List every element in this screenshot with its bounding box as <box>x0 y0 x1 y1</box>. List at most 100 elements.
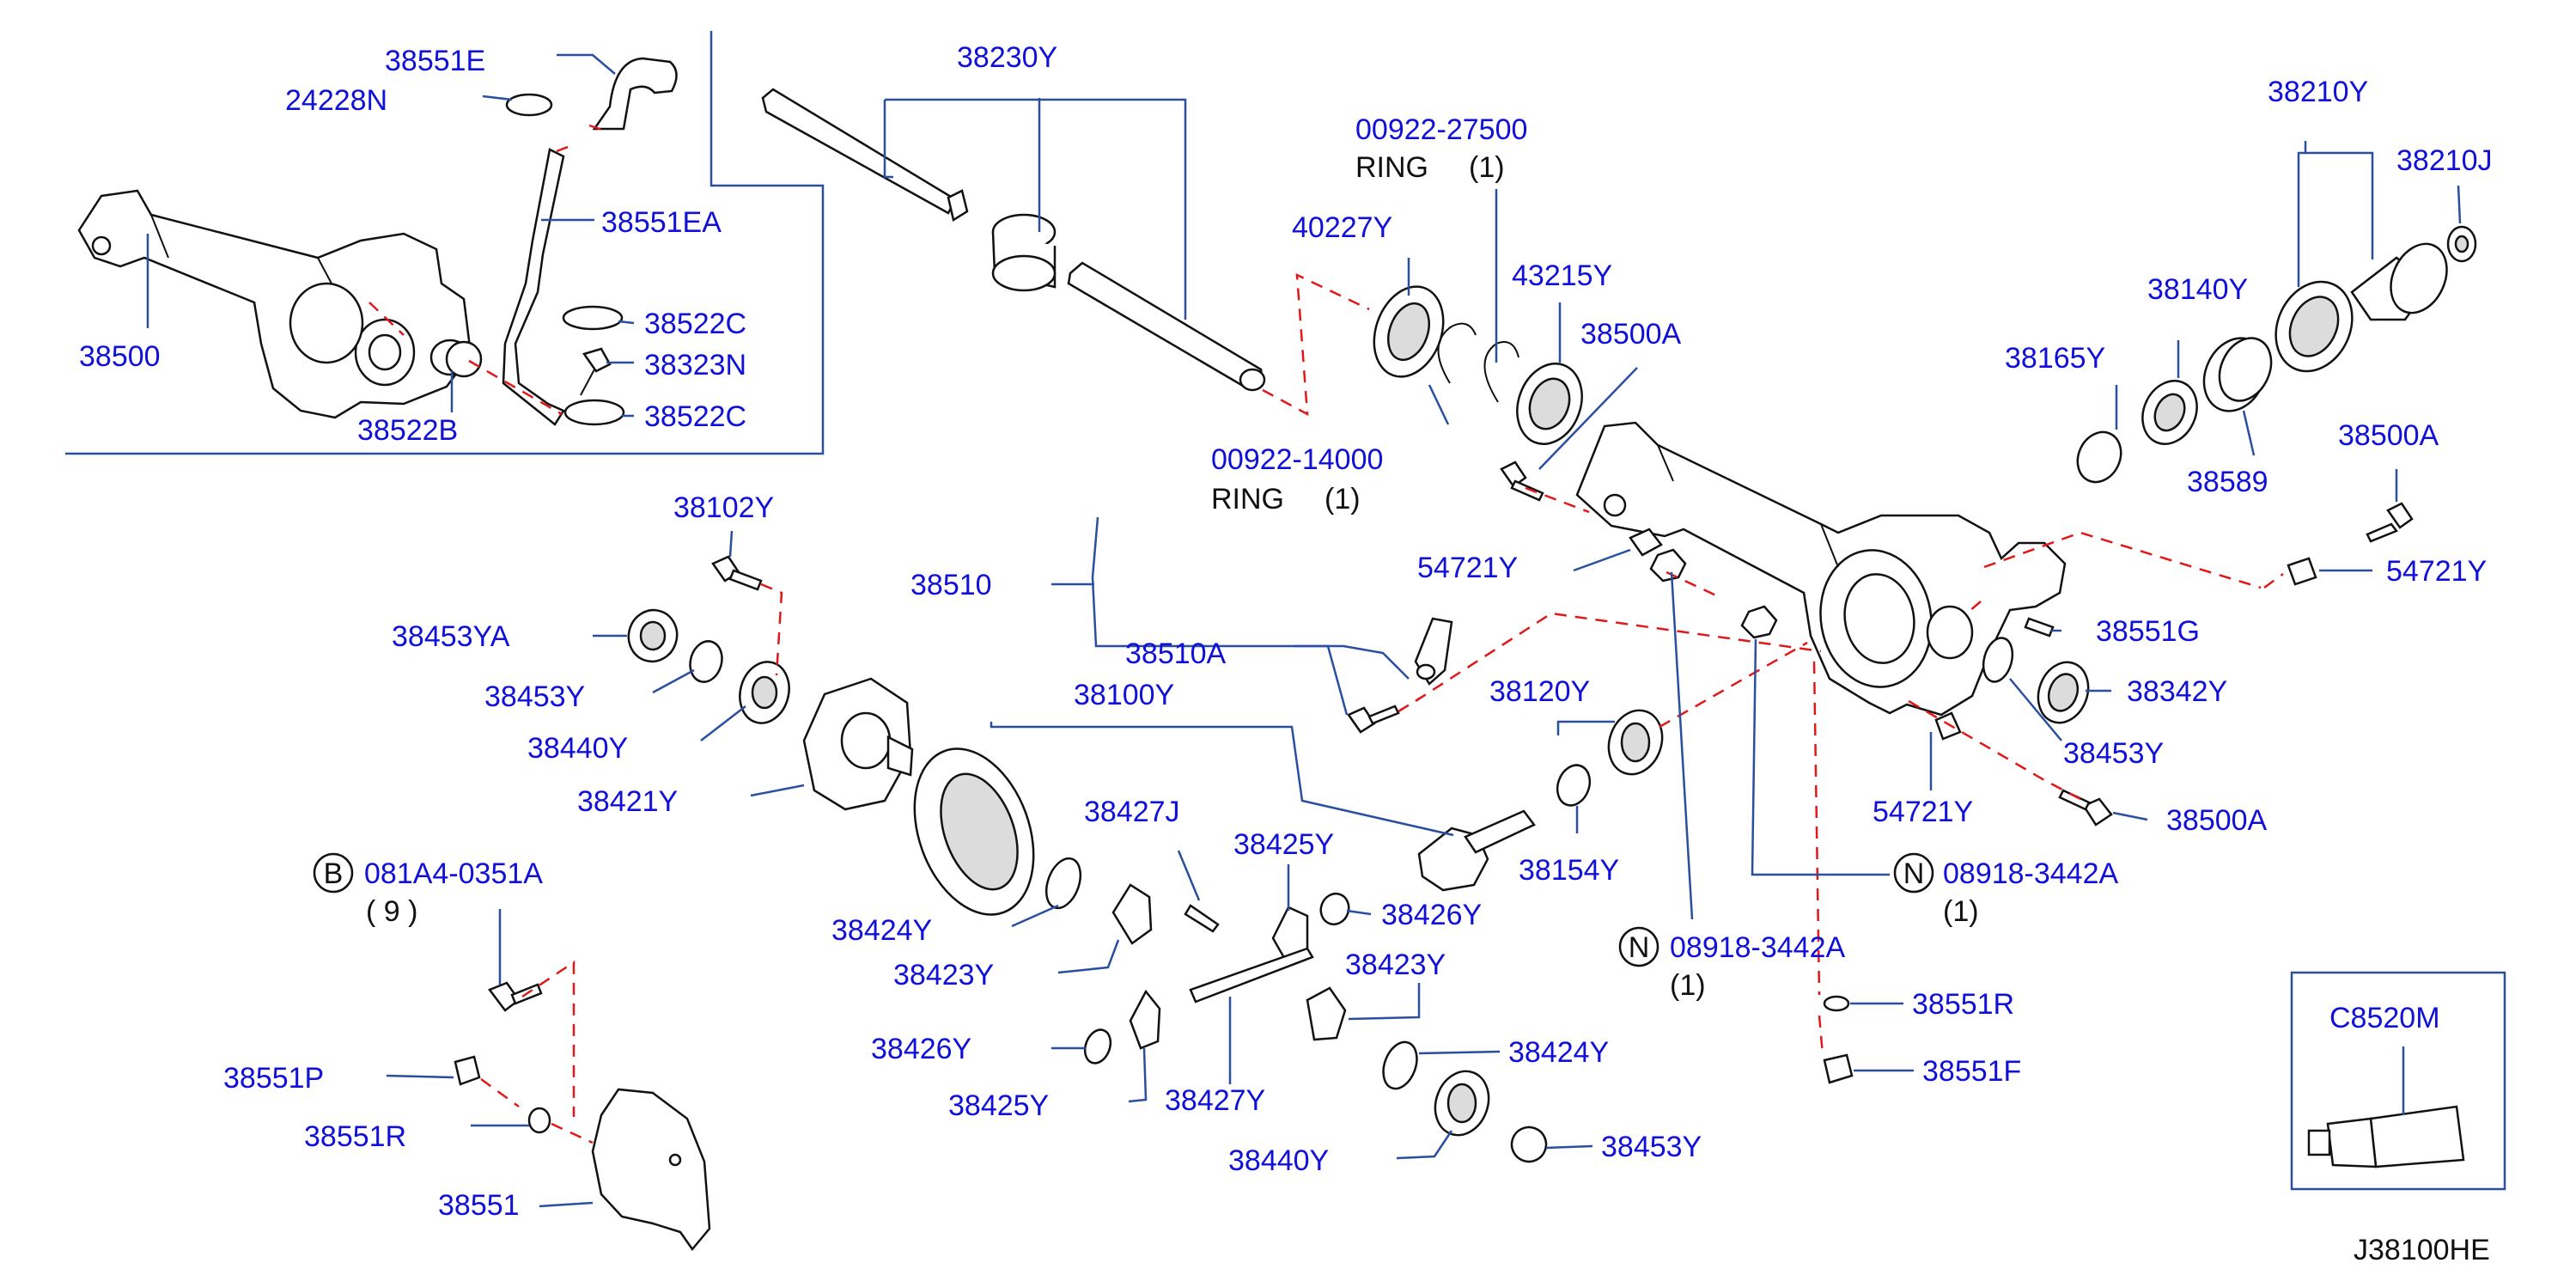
label-081A4-0351A[interactable]: 081A4-0351A <box>364 857 543 890</box>
frame-inset-c8520m <box>2290 971 2506 1191</box>
bolt-38510-drawing <box>1347 705 1400 734</box>
symbol-n-circle-1: N <box>1893 852 1934 894</box>
label-38323N[interactable]: 38323N <box>644 349 746 381</box>
cover-38551-drawing <box>591 1088 711 1252</box>
label-38423Y-right[interactable]: 38423Y <box>1345 949 1446 981</box>
label-38453Y-left[interactable]: 38453Y <box>484 680 585 713</box>
nut-38210j-drawing <box>2446 225 2477 263</box>
label-38453YA[interactable]: 38453YA <box>392 620 510 653</box>
label-40227Y[interactable]: 40227Y <box>1292 211 1392 244</box>
label-38424Y-left[interactable]: 38424Y <box>831 914 932 947</box>
side-gear-38425y-bottom-drawing <box>1129 989 1161 1050</box>
symbol-b-circle: B <box>313 852 354 894</box>
flange-38210y-drawing <box>2275 242 2448 373</box>
label-ring-2-qty: (1) <box>1325 483 1361 515</box>
label-38551R-left[interactable]: 38551R <box>304 1120 406 1153</box>
bolt-081a4-drawing <box>488 981 543 1012</box>
label-38551P[interactable]: 38551P <box>223 1062 324 1095</box>
drive-pinion-drawing <box>1417 809 1536 892</box>
label-38589[interactable]: 38589 <box>2187 466 2268 498</box>
shaft-38427y-drawing <box>1189 947 1314 1004</box>
label-38510[interactable]: 38510 <box>910 569 992 601</box>
label-38453Y-right[interactable]: 38453Y <box>2063 737 2164 770</box>
gasket-38551r-right-drawing <box>1823 995 1850 1012</box>
label-08918-3442A-2-qty: (1) <box>1670 969 1706 1002</box>
label-38426Y-bottom[interactable]: 38426Y <box>871 1033 971 1065</box>
label-38551EA[interactable]: 38551EA <box>601 206 722 239</box>
label-38522C-1[interactable]: 38522C <box>644 308 746 340</box>
label-38425Y-bottom[interactable]: 38425Y <box>948 1089 1049 1122</box>
label-38424Y-right[interactable]: 38424Y <box>1508 1036 1609 1069</box>
washer-38424y-right-drawing <box>1382 1040 1418 1090</box>
label-38427Y[interactable]: 38427Y <box>1165 1084 1265 1117</box>
label-38551F[interactable]: 38551F <box>1922 1055 2021 1088</box>
label-00922-27500[interactable]: 00922-27500 <box>1355 113 1527 146</box>
label-38342Y[interactable]: 38342Y <box>2127 675 2227 708</box>
label-ring-1: RING <box>1355 151 1428 184</box>
ring-gear-38100y-drawing <box>913 747 1035 916</box>
snap-ring-00922-14000-drawing <box>1437 322 1477 384</box>
label-38500A-2[interactable]: 38500A <box>2338 419 2439 452</box>
label-38551R-right[interactable]: 38551R <box>1912 988 2014 1021</box>
label-38500[interactable]: 38500 <box>79 340 161 373</box>
label-38100Y[interactable]: 38100Y <box>1074 679 1174 711</box>
label-38210J[interactable]: 38210J <box>2396 144 2493 177</box>
label-38500A-3[interactable]: 38500A <box>2166 804 2268 837</box>
label-C8520M[interactable]: C8520M <box>2329 1002 2440 1034</box>
nut-n2-drawing <box>1740 605 1778 639</box>
symbol-b-letter: B <box>324 857 344 890</box>
symbol-n-circle-2: N <box>1618 926 1659 967</box>
leader-lines <box>146 53 2462 1208</box>
label-08918-3442A-1-qty: (1) <box>1943 895 1979 928</box>
label-38500A-1[interactable]: 38500A <box>1580 318 1682 351</box>
label-38154Y[interactable]: 38154Y <box>1519 854 1619 887</box>
label-54721Y-1[interactable]: 54721Y <box>1417 552 1518 584</box>
label-38421Y[interactable]: 38421Y <box>577 785 678 818</box>
label-43215Y[interactable]: 43215Y <box>1512 259 1612 292</box>
washer-38426y-bottom-drawing <box>1083 1028 1112 1065</box>
label-38210Y[interactable]: 38210Y <box>2268 76 2368 108</box>
label-38440Y-bottom[interactable]: 38440Y <box>1228 1144 1329 1177</box>
sleeve-54721y-1-drawing <box>1629 528 1663 557</box>
label-38230Y[interactable]: 38230Y <box>957 41 1057 74</box>
bearing-38440y-bottom-drawing <box>1434 1070 1490 1137</box>
spacer-38154y-drawing <box>1556 764 1592 807</box>
label-38102Y[interactable]: 38102Y <box>673 491 774 524</box>
breather-hose-drawing <box>429 57 678 426</box>
label-38510A[interactable]: 38510A <box>1125 638 1227 670</box>
label-38551E[interactable]: 38551E <box>385 45 485 77</box>
label-54721Y-2[interactable]: 54721Y <box>2386 555 2487 588</box>
bolt-38500a-1-drawing <box>1500 461 1544 502</box>
label-38551G[interactable]: 38551G <box>2096 615 2200 648</box>
label-00922-14000[interactable]: 00922-14000 <box>1211 443 1383 476</box>
shim-38453ya-drawing <box>627 608 679 663</box>
label-38551[interactable]: 38551 <box>438 1189 520 1222</box>
label-38423Y-left[interactable]: 38423Y <box>893 959 994 991</box>
label-38440Y-left[interactable]: 38440Y <box>527 732 628 765</box>
label-38427J[interactable]: 38427J <box>1084 796 1180 828</box>
label-38120Y[interactable]: 38120Y <box>1489 675 1590 708</box>
grease-tube-c8520m-drawing <box>2307 1105 2465 1168</box>
label-38426Y-top[interactable]: 38426Y <box>1381 899 1482 931</box>
label-24228N[interactable]: 24228N <box>285 84 387 117</box>
bolt-38102y-drawing <box>711 555 763 591</box>
label-ring-1-qty: (1) <box>1469 151 1505 184</box>
label-38165Y[interactable]: 38165Y <box>2005 342 2105 375</box>
label-38425Y-top[interactable]: 38425Y <box>1233 828 1334 861</box>
label-38522C-2[interactable]: 38522C <box>644 400 746 433</box>
label-08918-3442A-1[interactable]: 08918-3442A <box>1943 857 2119 890</box>
label-38140Y[interactable]: 38140Y <box>2147 273 2248 306</box>
washer-38424y-left-drawing <box>1044 857 1082 910</box>
bolt-38500a-2-drawing <box>2366 502 2414 543</box>
nut-n1-drawing <box>1649 548 1687 583</box>
label-38522B[interactable]: 38522B <box>357 414 458 447</box>
label-54721Y-3[interactable]: 54721Y <box>1873 796 1973 828</box>
assembly-dashed-lines <box>368 124 2284 1144</box>
axle-housing-small-drawing <box>77 189 472 419</box>
label-08918-3442A-2[interactable]: 08918-3442A <box>1670 931 1846 964</box>
snap-ring-00922-27500-drawing <box>1483 341 1519 403</box>
shim-38453y-left-drawing <box>689 640 723 683</box>
gasket-38551r-left-drawing <box>527 1107 551 1134</box>
label-38453Y-bottom[interactable]: 38453Y <box>1601 1131 1702 1163</box>
